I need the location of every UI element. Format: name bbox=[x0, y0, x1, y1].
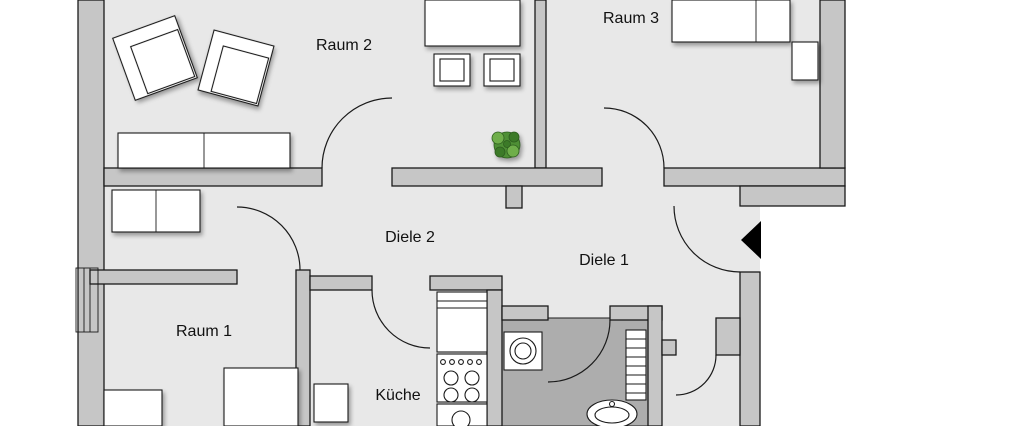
plant-icon bbox=[491, 131, 521, 159]
door-arc-raum1 bbox=[236, 206, 301, 271]
door-arc-raum2 bbox=[321, 97, 393, 169]
window-frame bbox=[75, 267, 99, 333]
sideboard bbox=[117, 132, 291, 169]
furniture bbox=[103, 0, 819, 426]
doors bbox=[236, 97, 741, 396]
room-label-raum1: Raum 1 bbox=[176, 323, 232, 340]
room-label-diele1: Diele 1 bbox=[579, 252, 629, 269]
dresser-raum1 bbox=[103, 389, 163, 426]
bed-raum3 bbox=[671, 0, 791, 43]
armchair-1 bbox=[111, 14, 199, 102]
wall-bath-right bbox=[647, 305, 663, 426]
window-left bbox=[75, 267, 99, 333]
wall-kitchen-right bbox=[486, 289, 503, 426]
kitchen-sink bbox=[436, 403, 488, 426]
wall-kitchen-top-b bbox=[429, 275, 503, 291]
bed-raum1 bbox=[223, 367, 299, 426]
bathroom-sink bbox=[586, 399, 638, 426]
room-label-diele2: Diele 2 bbox=[385, 229, 435, 246]
armchair-2 bbox=[197, 29, 275, 107]
wall-raum3-right-outer bbox=[819, 0, 846, 169]
hall-wardrobe bbox=[111, 189, 201, 233]
entrance-arrow-icon bbox=[741, 221, 761, 259]
towel-ladder bbox=[625, 329, 647, 401]
wall-raum1-top bbox=[89, 269, 238, 285]
room-labels: Raum 2 Raum 3 Diele 2 Diele 1 Raum 1 Küc… bbox=[176, 10, 659, 404]
wall-main-horizontal-c bbox=[663, 167, 846, 187]
stove bbox=[436, 353, 488, 403]
nightstand bbox=[791, 41, 819, 81]
door-arc-entrance bbox=[673, 205, 741, 273]
dining-table bbox=[424, 0, 521, 47]
kitchen-counter bbox=[436, 291, 488, 353]
wall-main-horizontal-b bbox=[391, 167, 603, 187]
wall-right-step bbox=[739, 185, 846, 207]
kitchen-table bbox=[313, 383, 349, 423]
wall-diele-divider-stub bbox=[505, 185, 523, 209]
door-arc-wc bbox=[675, 354, 717, 396]
room-label-raum2: Raum 2 bbox=[316, 37, 372, 54]
wall-kitchen-left bbox=[295, 269, 311, 426]
door-arc-bathroom bbox=[547, 319, 611, 383]
stool-2 bbox=[483, 53, 521, 87]
wall-wc-block bbox=[715, 317, 741, 356]
wall-left-outer bbox=[77, 0, 105, 426]
room-label-kueche: Küche bbox=[375, 387, 420, 404]
wall-wc-stub bbox=[661, 339, 677, 356]
door-arc-raum3 bbox=[603, 107, 665, 169]
wall-raum2-raum3-divider bbox=[534, 0, 547, 169]
wall-kitchen-top-a bbox=[309, 275, 373, 291]
room-label-raum3: Raum 3 bbox=[603, 10, 659, 27]
wall-bath-top-a bbox=[501, 305, 549, 321]
wall-main-horizontal-a bbox=[103, 167, 323, 187]
door-arc-kueche bbox=[371, 289, 431, 349]
stool-1 bbox=[433, 53, 471, 87]
washing-machine bbox=[503, 331, 543, 371]
walls bbox=[77, 0, 846, 426]
wall-right-outer-lower bbox=[739, 271, 761, 426]
